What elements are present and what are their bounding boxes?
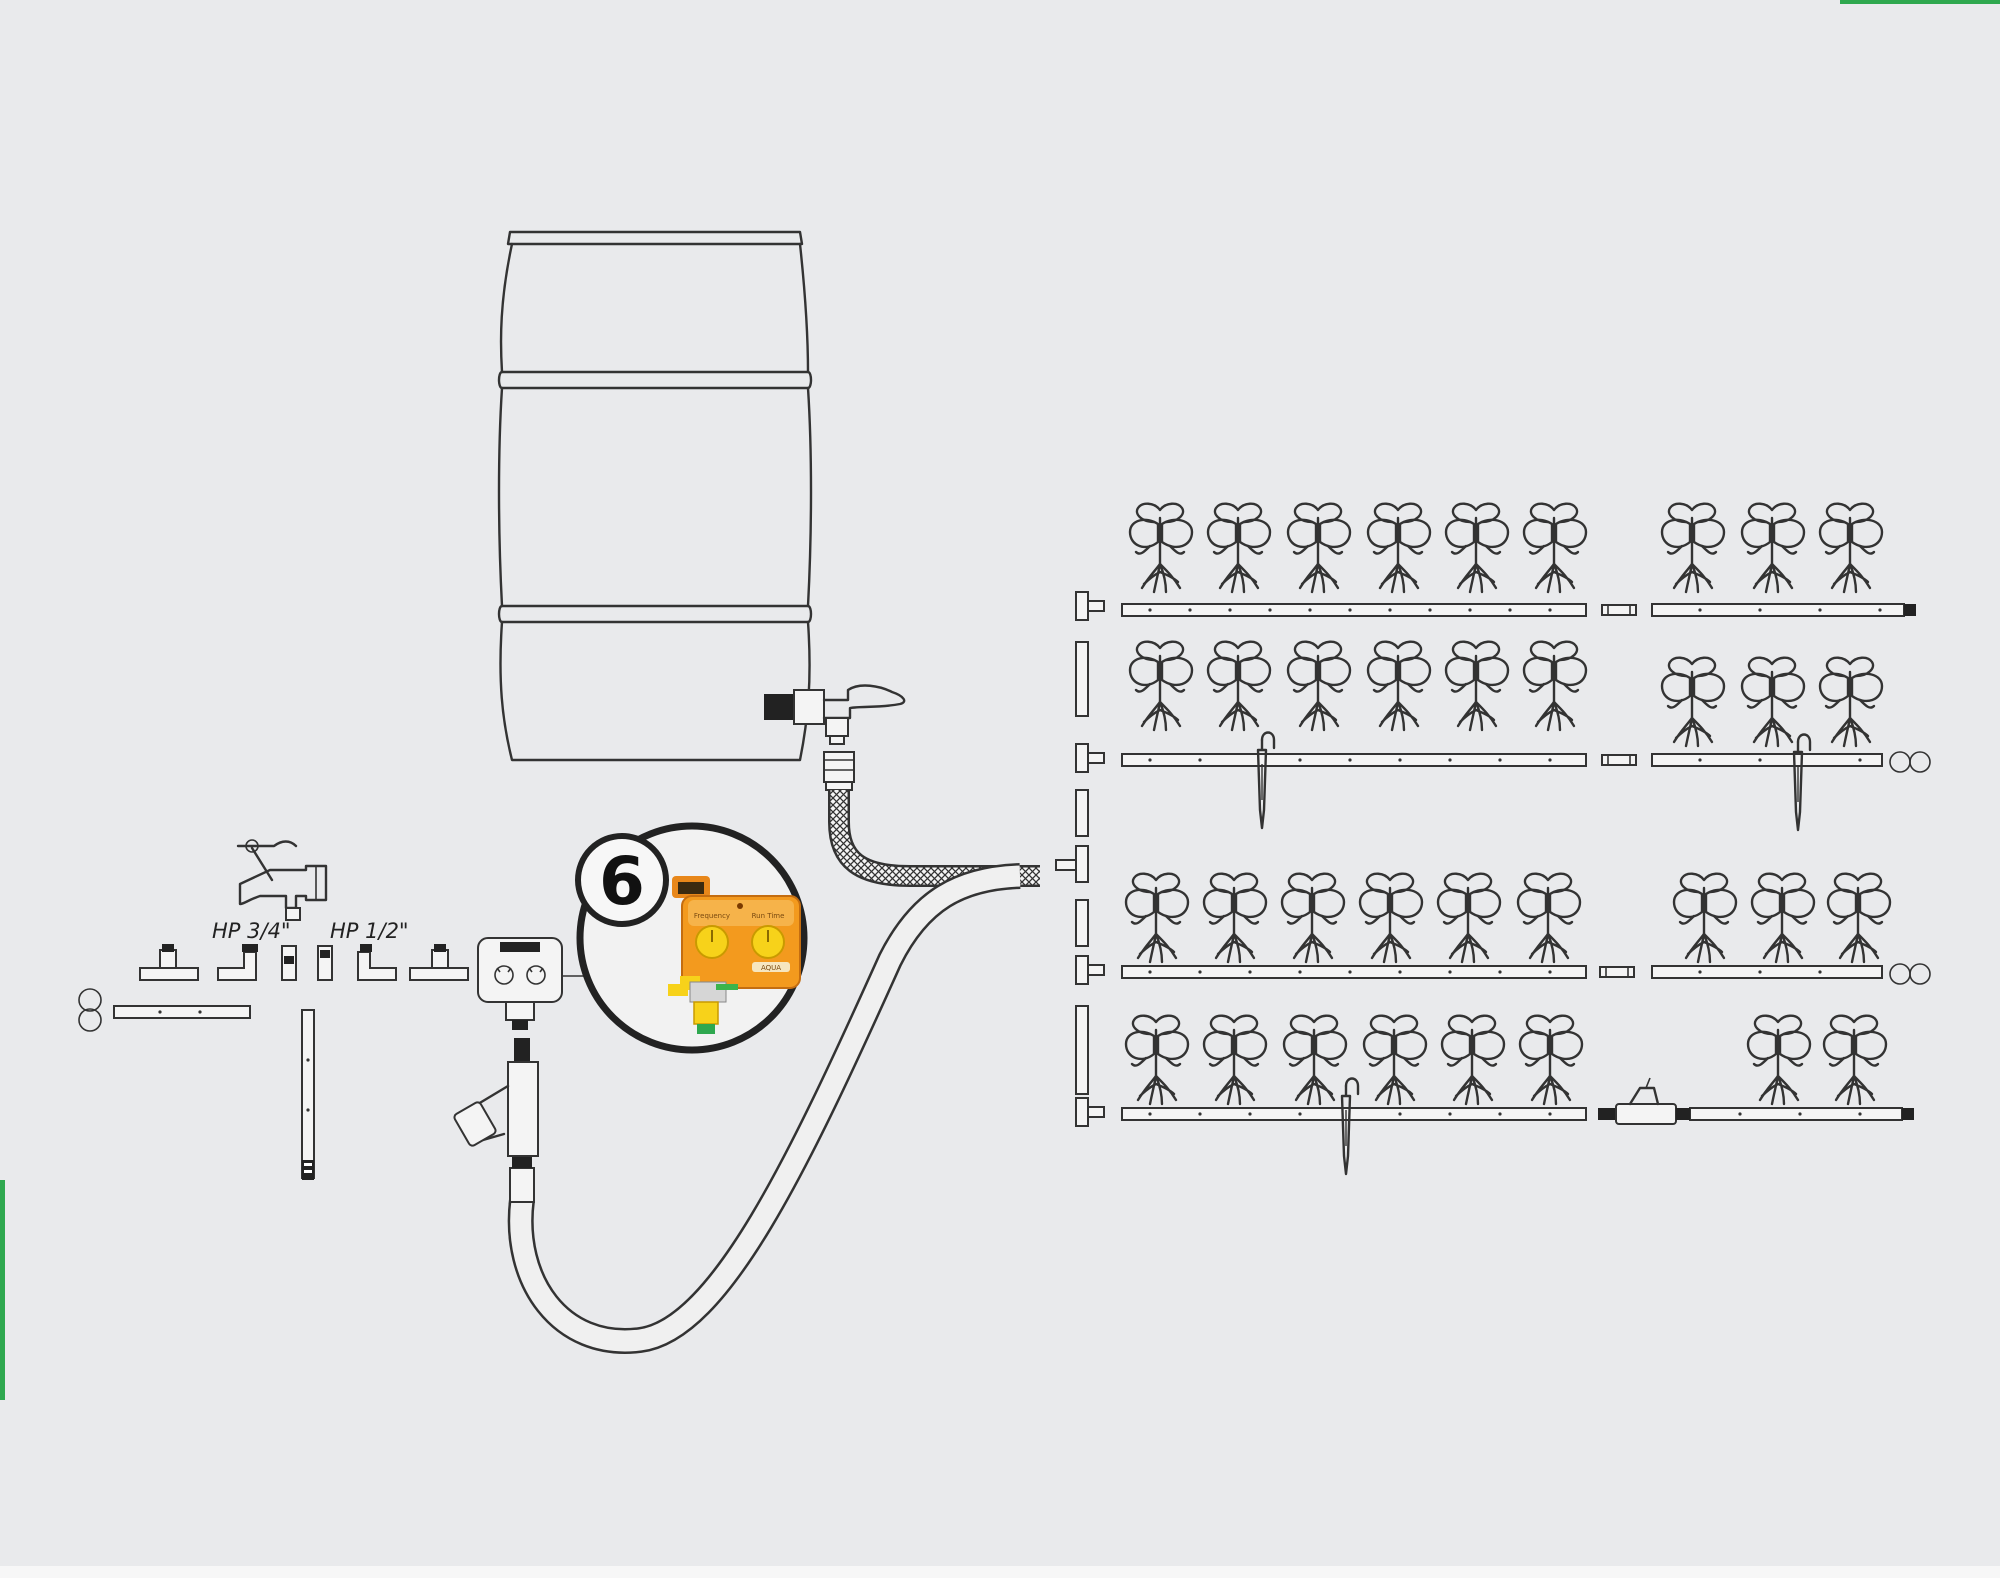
drip-line-1 [1121, 603, 1916, 617]
drip-holes [1148, 608, 1882, 1116]
pipe-left-vertical [301, 1009, 315, 1180]
faucet-icon [236, 839, 328, 921]
supply-hose [507, 863, 1021, 1354]
barrel-tap-icon [764, 684, 906, 745]
timer-callout: 6 Frequency Run Time AQUA [575, 822, 808, 1054]
end-plug-icon-left [78, 988, 102, 1032]
callout-number: 6 [599, 843, 645, 920]
timer-brand: AQUA [761, 964, 781, 972]
drip-line-4 [1121, 1107, 1914, 1121]
filter-icon [453, 1038, 539, 1157]
drip-line-2 [1121, 751, 1931, 773]
timer-left-label: Frequency [694, 912, 730, 920]
label-hp-1-2: HP 1/2" [330, 919, 409, 943]
drip-line-3 [1121, 963, 1931, 985]
manifold-main [1055, 591, 1105, 1127]
label-hp-3-4: HP 3/4" [212, 919, 291, 943]
timer-right-label: Run Time [752, 912, 785, 920]
orange-timer-photo: Frequency Run Time AQUA [668, 876, 801, 1034]
valve-icon [1598, 1077, 1690, 1125]
barrel-hose [823, 751, 1040, 887]
fittings-row [139, 944, 469, 981]
timer-icon [477, 937, 600, 1030]
barrel-icon [497, 230, 813, 762]
green-edge [0, 1180, 5, 1400]
pipe-left-horizontal [113, 1005, 251, 1019]
